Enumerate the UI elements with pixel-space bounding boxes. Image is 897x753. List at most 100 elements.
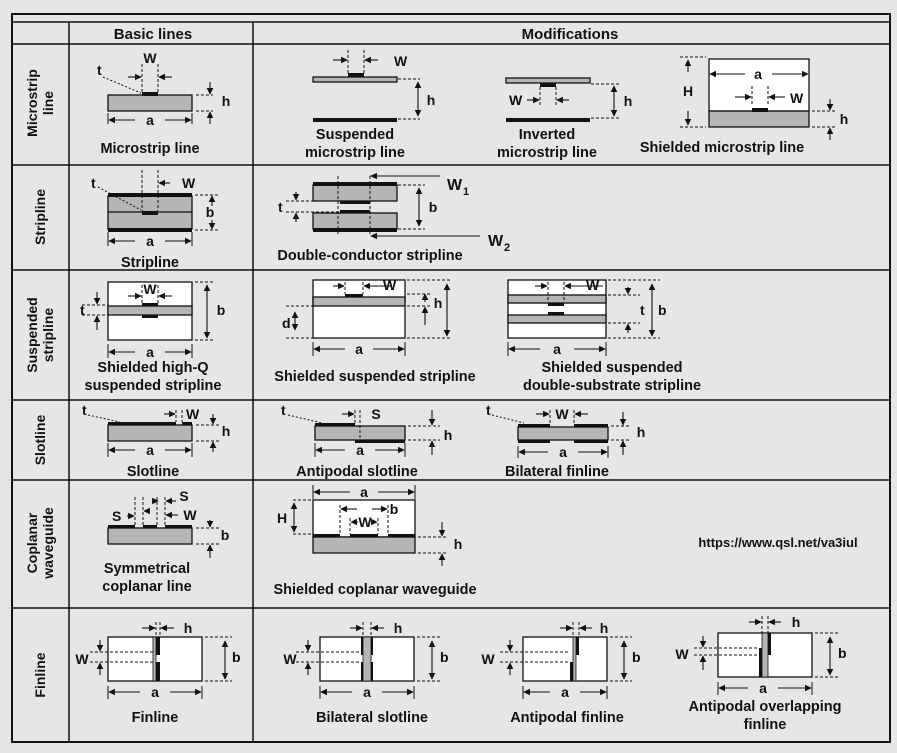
- caption-shielded-coplanar: Shielded coplanar waveguide: [273, 582, 476, 598]
- caption-shielded-highq: suspended stripline: [85, 378, 222, 394]
- dim-label: h: [792, 614, 801, 630]
- dim-label: S: [371, 406, 380, 422]
- row-label-suspended: Suspended: [24, 297, 40, 372]
- header-basic-lines: Basic lines: [114, 26, 192, 43]
- dim-label: W: [186, 406, 200, 422]
- dim-label: t: [640, 302, 645, 318]
- caption-shielded-suspended: Shielded suspended stripline: [274, 369, 475, 385]
- dim-label: a: [360, 484, 368, 500]
- caption-antipodal-slotline: Antipodal slotline: [296, 464, 418, 480]
- row-label-suspended: stripline: [40, 308, 56, 363]
- dim-label: b: [440, 649, 449, 665]
- dim-label: t: [80, 302, 85, 318]
- dim-label: a: [754, 66, 762, 82]
- caption-suspended-microstrip: Suspended: [316, 127, 394, 143]
- dim-label: b: [658, 302, 667, 318]
- dim-label: W: [509, 92, 523, 108]
- row-label-microstrip: line: [40, 91, 56, 115]
- caption-double-conductor-stripline: Double-conductor stripline: [277, 248, 462, 264]
- dim-w1: W: [447, 177, 463, 194]
- dim-label: b: [232, 649, 241, 665]
- dim-label: a: [146, 233, 154, 249]
- dim-label: h: [444, 427, 453, 443]
- dim-label: S: [179, 488, 188, 504]
- dim-label: b: [429, 199, 438, 215]
- dim-label: b: [390, 501, 399, 517]
- dim-label: h: [624, 93, 633, 109]
- dim-label: h: [184, 620, 193, 636]
- dim-label: d: [282, 315, 291, 331]
- dim-label: t: [486, 402, 491, 418]
- dim-label: t: [281, 402, 286, 418]
- dim-label: h: [434, 295, 443, 311]
- dim-label: b: [206, 204, 215, 220]
- dim-label: W: [790, 90, 804, 106]
- header-modifications: Modifications: [522, 26, 619, 43]
- caption-shielded-double-substrate: Shielded suspended: [542, 360, 683, 376]
- dim-label: H: [277, 510, 287, 526]
- table-border: [11, 13, 891, 743]
- caption-bilateral-finline: Bilateral finline: [505, 464, 609, 480]
- dim-label: W: [586, 277, 600, 293]
- dim-label: H: [683, 83, 693, 99]
- dim-label: W: [675, 646, 689, 662]
- caption-symmetrical-coplanar: coplanar line: [102, 579, 191, 595]
- source-url: https://www.qsl.net/va3iul: [698, 535, 857, 550]
- dim-label: S: [112, 508, 121, 524]
- dim-label: W: [481, 651, 495, 667]
- caption-inverted-microstrip: microstrip line: [497, 145, 597, 161]
- dim-label: t: [91, 175, 96, 191]
- dim-label: a: [559, 444, 567, 460]
- caption-shielded-double-substrate: double-substrate stripline: [523, 378, 701, 394]
- caption-slotline: Slotline: [127, 464, 179, 480]
- dim-label: h: [394, 620, 403, 636]
- dim-label: b: [838, 645, 847, 661]
- dim-label: a: [151, 684, 159, 700]
- dim-label: a: [146, 442, 154, 458]
- dim-label: a: [561, 684, 569, 700]
- caption-inverted-microstrip: Inverted: [519, 127, 575, 143]
- dim-label: h: [454, 536, 463, 552]
- table-grid: [11, 13, 891, 743]
- dim-label: W: [383, 277, 397, 293]
- caption-antipodal-overlapping: finline: [744, 717, 787, 733]
- caption-suspended-microstrip: microstrip line: [305, 145, 405, 161]
- row-label-coplanar: Coplanar: [24, 512, 40, 573]
- dim-label: W: [358, 514, 372, 530]
- dim-label: b: [632, 649, 641, 665]
- caption-symmetrical-coplanar: Symmetrical: [104, 561, 190, 577]
- dim-label: a: [146, 112, 154, 128]
- dim-label: h: [427, 92, 436, 108]
- figures: [82, 50, 838, 699]
- dim-label: h: [222, 423, 231, 439]
- dim-label: W: [143, 281, 157, 297]
- dim-label: W: [555, 406, 569, 422]
- dim-label: W: [182, 175, 196, 191]
- dim-label: a: [146, 344, 154, 360]
- row-label-stripline: Stripline: [32, 189, 48, 245]
- dim-label: W: [394, 53, 408, 69]
- dim-w2-sub: 2: [504, 242, 510, 254]
- dim-label: t: [278, 199, 283, 215]
- dim-label: h: [637, 424, 646, 440]
- dim-label: a: [356, 442, 364, 458]
- dim-w2: W: [488, 233, 504, 250]
- dim-label: W: [283, 651, 297, 667]
- dim-label: b: [221, 527, 230, 543]
- dim-label: h: [600, 620, 609, 636]
- dim-label: h: [222, 93, 231, 109]
- caption-shielded-highq: Shielded high-Q: [97, 360, 208, 376]
- dim-label: b: [217, 302, 226, 318]
- caption-microstrip-line: Microstrip line: [100, 141, 199, 157]
- caption-finline: Finline: [132, 710, 179, 726]
- dim-label: a: [363, 684, 371, 700]
- dim-label: t: [97, 62, 102, 78]
- caption-shielded-microstrip: Shielded microstrip line: [640, 140, 804, 156]
- caption-antipodal-overlapping: Antipodal overlapping: [688, 699, 841, 715]
- row-label-finline: Finline: [32, 652, 48, 697]
- dim-label: a: [355, 341, 363, 357]
- dim-label: h: [840, 111, 849, 127]
- dim-label: W: [143, 50, 157, 66]
- dim-label: t: [82, 402, 87, 418]
